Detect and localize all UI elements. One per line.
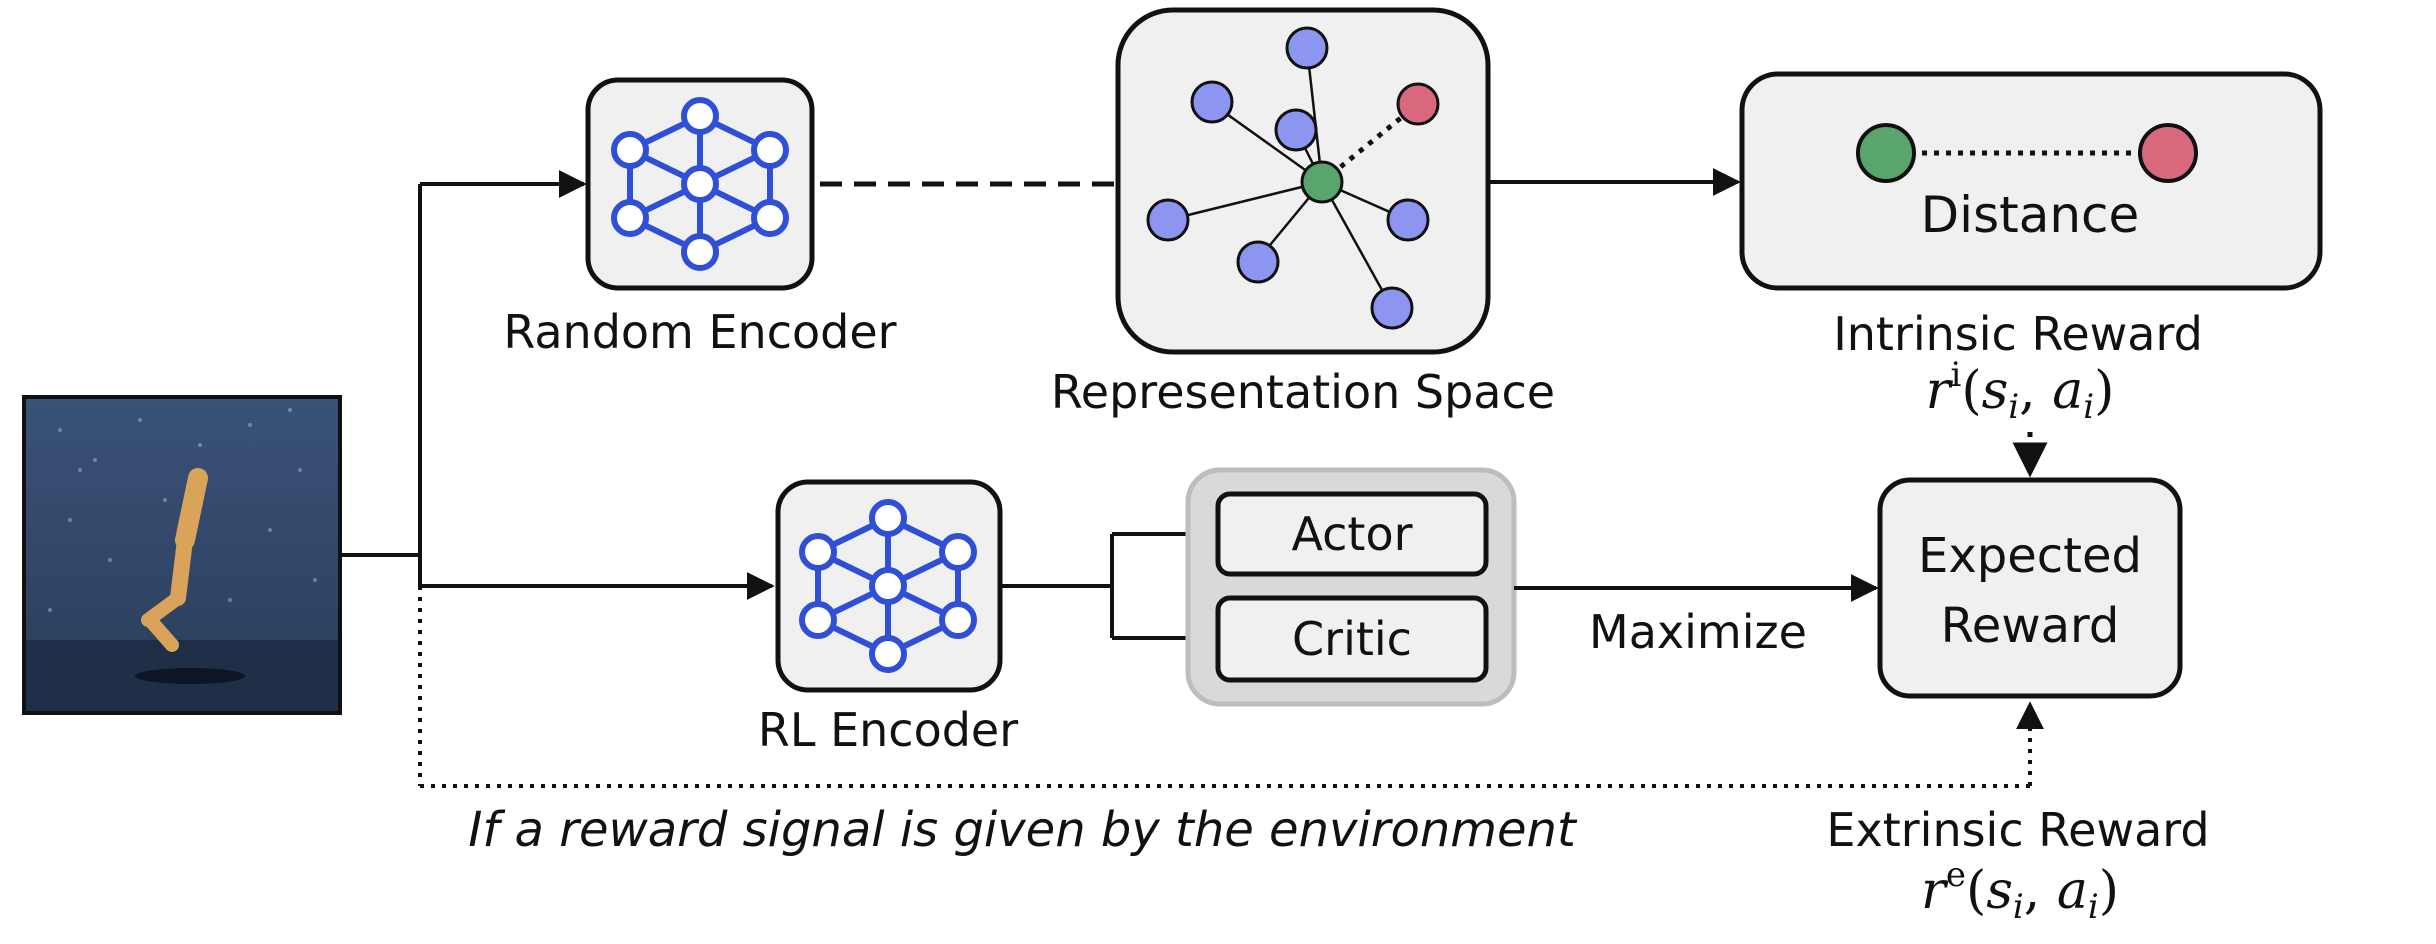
random-encoder-label: Random Encoder [503,305,896,359]
distance-label: Distance [1921,186,2140,244]
critic-label: Critic [1292,612,1412,666]
observation-image [22,395,342,715]
expected-reward-box: Expected Reward [1877,477,2183,699]
random-encoder-box [585,77,815,291]
expected-reward-line2: Reward [1941,598,2120,654]
actor-label: Actor [1291,507,1412,561]
rl-encoder-label: RL Encoder [758,703,1018,757]
extrinsic-reward-formula: re(si, ai) [1921,855,2119,927]
maximize-label: Maximize [1589,605,1807,659]
extrinsic-reward-label: Extrinsic Reward [1826,803,2209,857]
intrinsic-reward-formula: ri(si, ai) [1926,355,2115,427]
actor-critic-group: Actor Critic [1185,467,1517,707]
environment-reward-path [418,586,2044,788]
actor-box [1215,491,1489,577]
representation-space-label: Representation Space [1051,365,1555,419]
representation-space-box [1115,7,1491,355]
critic-box [1215,595,1489,683]
expected-reward-line1: Expected [1918,528,2142,584]
condition-note: If a reward signal is given by the envir… [468,802,1578,858]
intrinsic-reward-label: Intrinsic Reward [1833,307,2203,361]
distance-box: Distance [1739,71,2323,291]
rl-encoder-box [775,479,1003,693]
main-connectors [340,170,775,600]
